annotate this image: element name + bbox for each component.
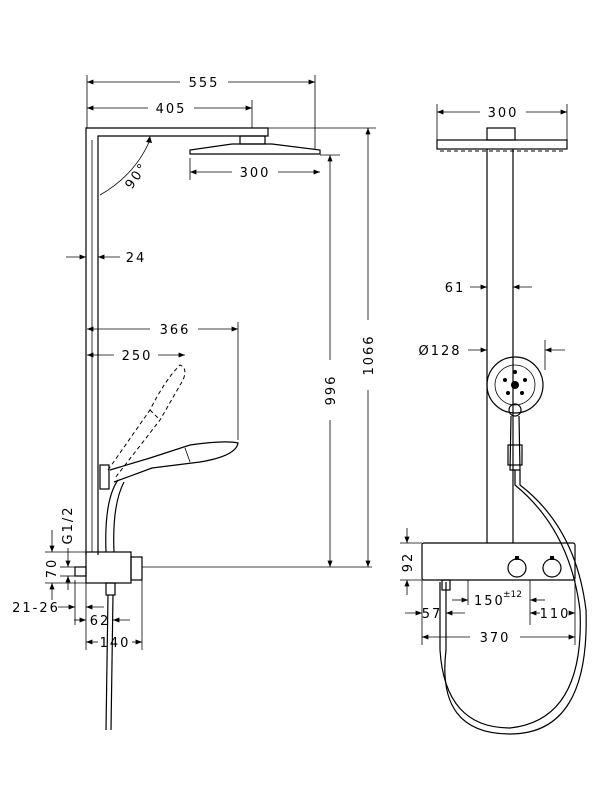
- dim-555: 555: [189, 76, 220, 91]
- dim-61: 61: [445, 281, 466, 296]
- dim-370: 370: [480, 631, 511, 646]
- flow-knob: [542, 558, 562, 578]
- dim-front-300: 300: [488, 106, 519, 121]
- riser-pipe: [85, 127, 269, 555]
- temperature-knob: [507, 558, 527, 578]
- riser-pipe-front: [486, 149, 514, 543]
- dim-1066: 1066: [362, 334, 377, 375]
- dim-70: 70: [45, 558, 60, 579]
- dim-140: 140: [100, 636, 131, 651]
- hose-front: [439, 470, 581, 729]
- thermostat-mixer-front: [421, 542, 576, 591]
- dim-head-300: 300: [240, 166, 271, 181]
- dim-62: 62: [90, 614, 111, 629]
- hand-shower-front: [486, 356, 544, 471]
- hand-shower: [109, 441, 239, 483]
- dim-405: 405: [156, 102, 187, 117]
- overhead-shower-head: [189, 135, 321, 155]
- side-view: 555 405 90° 300 24 366 250: [12, 75, 377, 731]
- dim-150: 150: [474, 594, 505, 609]
- hose: [105, 479, 119, 553]
- hand-shower-holder: [99, 464, 110, 490]
- dim-150-tolerance: ±12: [503, 590, 522, 600]
- dim-21-26: 21-26: [12, 601, 60, 616]
- dim-thread: G1/2: [61, 506, 76, 545]
- dim-110: 110: [540, 607, 571, 622]
- dim-996: 996: [324, 375, 339, 406]
- dim-diameter-128: Ø128: [418, 344, 461, 359]
- dim-24: 24: [126, 251, 147, 266]
- dim-366: 366: [160, 323, 191, 338]
- overhead-shower-front: [436, 127, 568, 152]
- thermostat-mixer: [74, 551, 143, 731]
- dim-57: 57: [422, 607, 443, 622]
- dim-92: 92: [401, 552, 416, 573]
- hand-shower-raised: [107, 364, 186, 479]
- dim-250: 250: [122, 349, 153, 364]
- dim-angle: 90°: [123, 160, 152, 192]
- front-view: 300 61 Ø128: [400, 104, 587, 735]
